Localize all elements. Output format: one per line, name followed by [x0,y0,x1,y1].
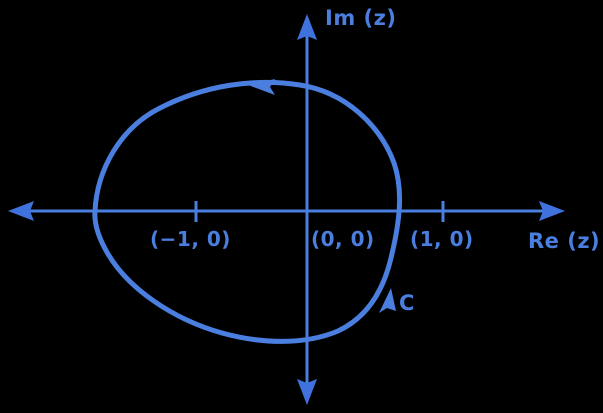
imaginary-axis-down-arrow-icon [297,379,317,405]
real-axis [8,201,565,222]
tick-label-origin: (0, 0) [311,227,375,251]
imaginary-axis-up-arrow-icon [297,14,317,40]
real-axis-label: Re (z) [528,229,601,253]
contour-path [92,79,403,344]
imaginary-axis-label: Im (z) [325,6,397,30]
contour-curve-c [92,79,403,344]
real-axis-right-arrow-icon [539,201,565,221]
contour-direction-arrow-bottom-icon [379,288,396,313]
contour-direction-arrow-top-icon [248,79,275,95]
tick-label-minus-one: (−1, 0) [150,227,231,251]
contour-label: C [399,291,415,315]
real-axis-left-arrow-icon [8,201,34,221]
tick-label-plus-one: (1, 0) [410,227,474,251]
